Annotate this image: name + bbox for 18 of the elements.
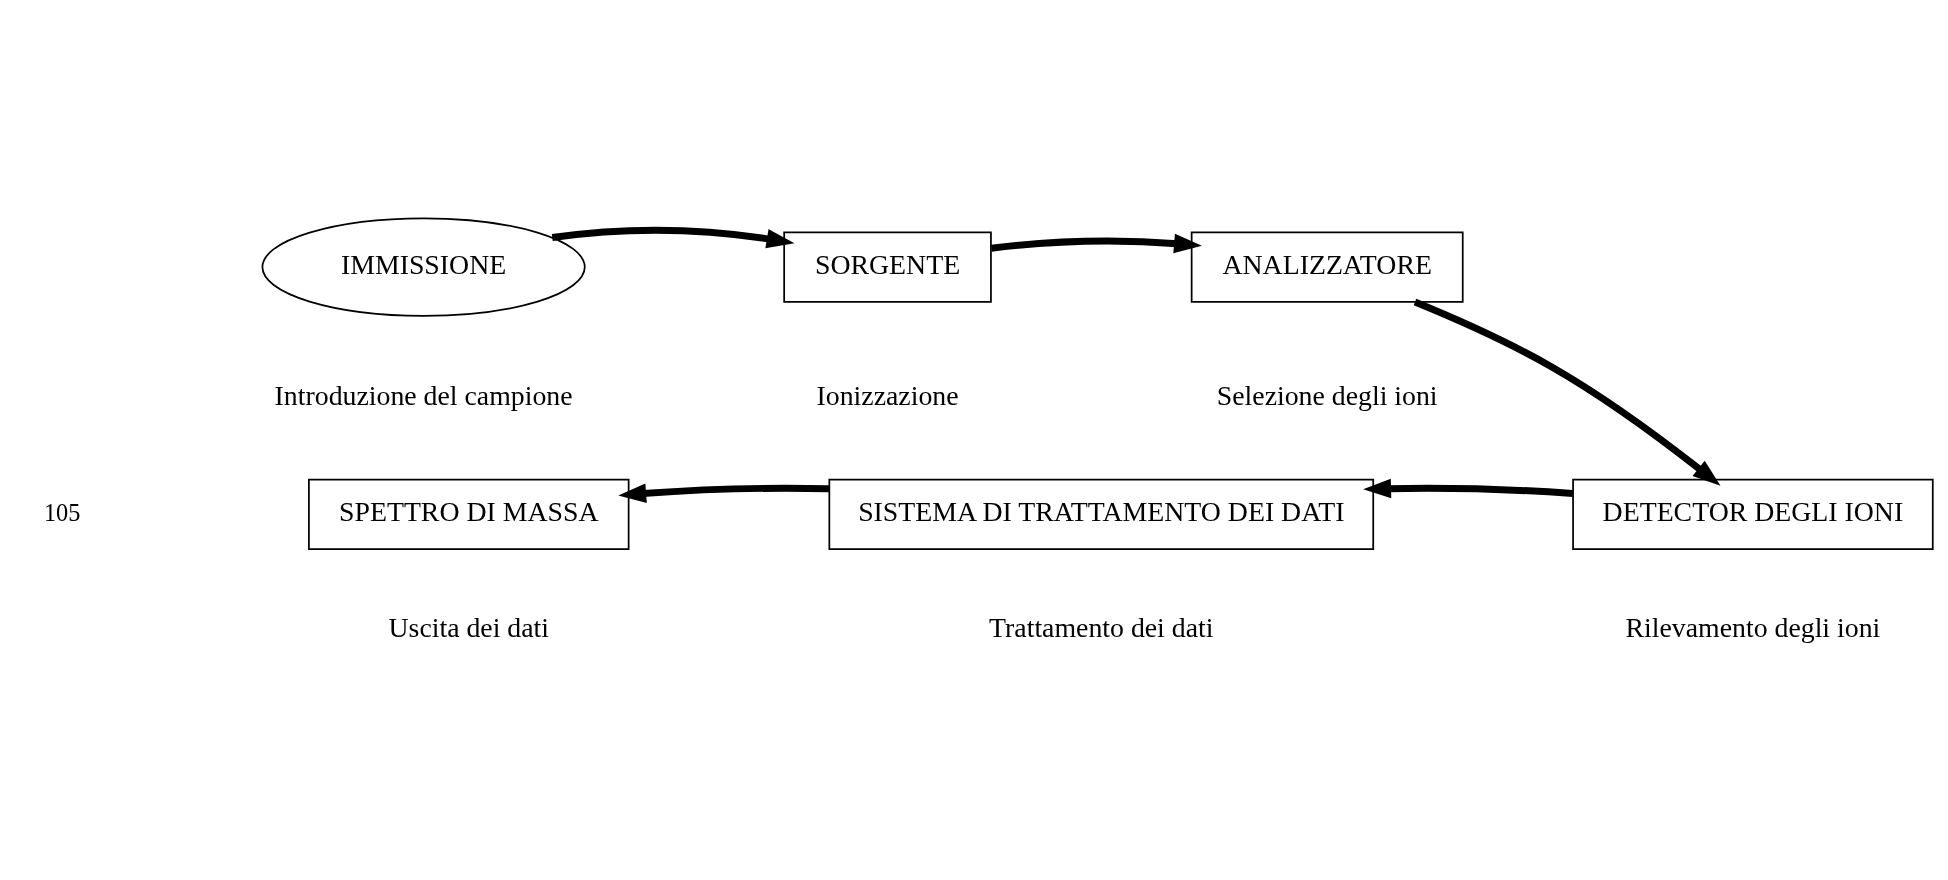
node-label: Introduzione del campione <box>274 379 573 411</box>
node-label: Selezione degli ioni <box>1216 379 1438 411</box>
arrow <box>991 233 1202 254</box>
arrow <box>618 483 830 504</box>
arrow <box>1363 478 1574 499</box>
node-box: SISTEMA DI TRATTAMENTO DEI DATI <box>828 478 1375 550</box>
arrow <box>1413 298 1721 486</box>
node-box: SPETTRO DI MASSA <box>308 478 630 550</box>
node-label: Rilevamento degli ioni <box>1625 612 1881 644</box>
node-box: SORGENTE <box>783 231 992 303</box>
node-box: DETECTOR DEGLI IONI <box>1572 478 1934 550</box>
node-label: Ionizzazione <box>816 379 959 411</box>
node-label: Trattamento dei dati <box>989 612 1214 644</box>
arrow <box>551 226 795 249</box>
label: 105 <box>43 498 81 526</box>
node-box: ANALIZZATORE <box>1190 231 1464 303</box>
node-ellipse: IMMISSIONE <box>261 217 586 317</box>
node-label: Uscita dei dati <box>388 612 550 644</box>
